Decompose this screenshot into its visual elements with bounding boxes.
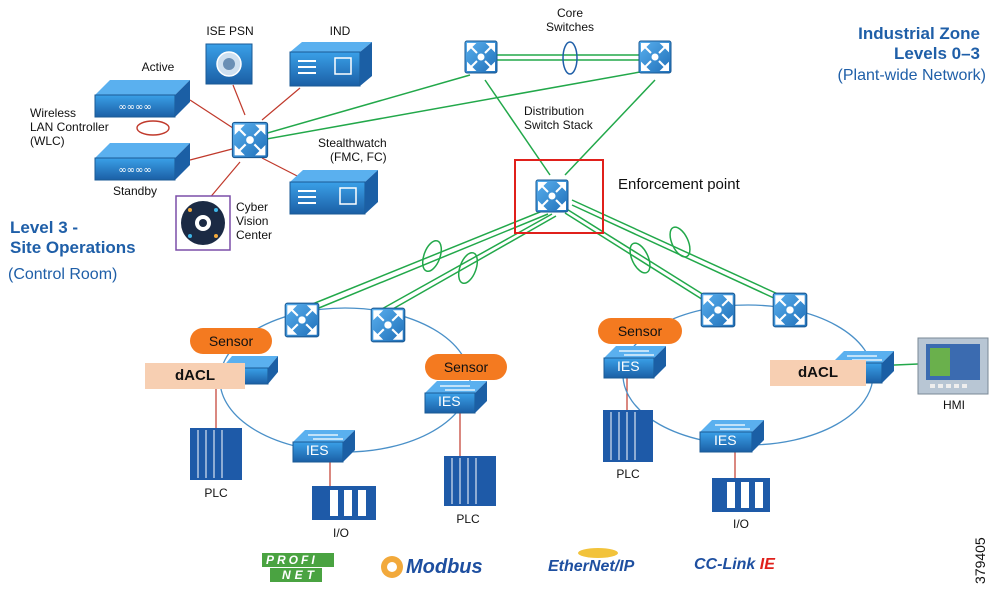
plc-device-2 bbox=[444, 456, 496, 506]
cyber-label-line1: Cyber bbox=[236, 200, 269, 214]
distribution-label: Distribution Switch Stack bbox=[524, 104, 593, 132]
wlc-label-line3: (WLC) bbox=[30, 134, 65, 148]
plc-label-2: PLC bbox=[456, 512, 480, 526]
red-links bbox=[189, 84, 736, 488]
ise-psn-appliance bbox=[205, 43, 253, 85]
io-label-2: I/O bbox=[732, 517, 749, 531]
core-label-line1: Core bbox=[556, 6, 583, 20]
stealthwatch-label-line2: (FMC, FC) bbox=[330, 150, 387, 164]
ies-switch-5 bbox=[699, 420, 764, 453]
level3-title-line2: Site Operations bbox=[10, 238, 136, 257]
figure-number: 379405 bbox=[972, 537, 988, 584]
ies-switch-2 bbox=[424, 381, 487, 414]
level3-title-line1: Level 3 - bbox=[10, 218, 79, 237]
standby-label: Standby bbox=[112, 184, 158, 198]
core-switches-label: Core Switches bbox=[538, 6, 602, 34]
ise-psn-label: ISE PSN bbox=[206, 24, 254, 38]
ies-label-3: IES bbox=[306, 442, 329, 458]
dacl-badge-2: dACL bbox=[770, 360, 866, 386]
stealthwatch-label-line1: Stealthwatch bbox=[318, 136, 387, 150]
modbus-text: Modbus bbox=[406, 556, 483, 578]
wlc-label: Wireless LAN Controller (WLC) bbox=[30, 106, 109, 148]
ies-label-4: IES bbox=[617, 358, 640, 374]
active-label: Active bbox=[141, 60, 175, 74]
sensor-badge-2: Sensor bbox=[425, 354, 507, 380]
core-label-line2: Switches bbox=[545, 20, 595, 34]
modbus-logo-mark bbox=[381, 556, 403, 578]
cyber-label-line2: Vision bbox=[236, 214, 269, 228]
hmi-device bbox=[917, 337, 989, 395]
core-switch-left bbox=[464, 40, 498, 74]
cyber-vision-icon bbox=[175, 195, 231, 251]
profinet-top-text: PROFI bbox=[266, 553, 318, 567]
ind-label: IND bbox=[329, 24, 351, 38]
dacl-badge-1: dACL bbox=[145, 363, 245, 389]
access-switch-4 bbox=[772, 292, 808, 328]
wlc-label-line1: Wireless bbox=[30, 106, 77, 120]
enforcement-box bbox=[514, 159, 604, 234]
wlc-label-line2: LAN Controller bbox=[30, 120, 109, 134]
level3-subtitle: (Control Room) bbox=[8, 266, 118, 283]
plc-label-1: PLC bbox=[204, 486, 228, 500]
cclink-text-a: CC-Link bbox=[694, 556, 756, 573]
wlc-active: ∞∞∞∞ bbox=[94, 80, 190, 118]
plc-device-3 bbox=[603, 410, 653, 462]
stealthwatch-label: Stealthwatch (FMC, FC) bbox=[318, 136, 387, 164]
industrial-zone-title: Industrial Zone Levels 0–3 bbox=[858, 24, 980, 64]
profinet-logo bbox=[262, 553, 334, 582]
dist-label-line1: Distribution bbox=[524, 104, 585, 118]
wlc-standby: ∞∞∞∞ bbox=[94, 143, 190, 181]
ies-label-2: IES bbox=[438, 393, 461, 409]
zone-subtitle: (Plant-wide Network) bbox=[837, 67, 986, 84]
profinet-bottom-text: NET bbox=[282, 568, 318, 582]
ies-switch-3 bbox=[292, 430, 355, 463]
zone-title-line2: Levels 0–3 bbox=[893, 44, 980, 63]
enforcement-point-label: Enforcement point bbox=[618, 176, 740, 193]
cyber-label-line3: Center bbox=[236, 228, 273, 242]
ethernetip-text: EtherNet/IP bbox=[548, 558, 635, 575]
cyber-vision-label: Cyber Vision Center bbox=[236, 200, 272, 242]
stealthwatch-appliance bbox=[289, 170, 378, 215]
ies-switch-4 bbox=[603, 346, 666, 379]
sensor-badge-1: Sensor bbox=[190, 328, 272, 354]
ind-appliance bbox=[289, 42, 372, 87]
svg-text:∞∞∞∞: ∞∞∞∞ bbox=[118, 102, 151, 113]
ies-label-5: IES bbox=[714, 432, 737, 448]
level3-switch bbox=[231, 121, 269, 159]
plc-device-1 bbox=[190, 428, 242, 480]
zone-title-line1: Industrial Zone bbox=[858, 24, 980, 43]
core-switch-right bbox=[638, 40, 672, 74]
green-links bbox=[249, 54, 919, 367]
distribution-switch bbox=[535, 179, 569, 213]
cclink-logo: CC-Link IE bbox=[694, 556, 775, 574]
io-device-2 bbox=[712, 478, 770, 512]
ethernetip-swoosh bbox=[578, 548, 618, 558]
cclink-text-b: IE bbox=[759, 556, 775, 573]
svg-text:∞∞∞∞: ∞∞∞∞ bbox=[118, 165, 151, 176]
access-switch-1 bbox=[284, 302, 320, 338]
io-device-1 bbox=[312, 486, 376, 520]
hmi-label: HMI bbox=[943, 398, 965, 412]
sensor-badge-3: Sensor bbox=[598, 318, 682, 344]
dist-label-line2: Switch Stack bbox=[524, 118, 593, 132]
level3-title: Level 3 - Site Operations bbox=[10, 218, 136, 258]
access-switch-3 bbox=[700, 292, 736, 328]
access-switch-2 bbox=[370, 307, 406, 343]
plc-label-3: PLC bbox=[616, 467, 640, 481]
io-label-1: I/O bbox=[332, 526, 349, 540]
